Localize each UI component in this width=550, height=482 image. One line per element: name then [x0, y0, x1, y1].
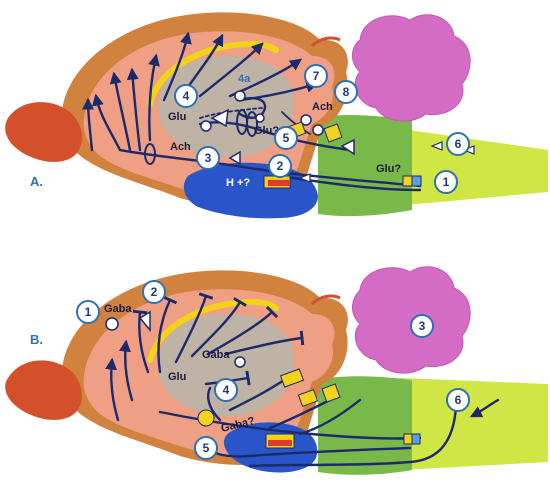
svg-text:4: 4	[183, 89, 190, 103]
label-h-a: H +?	[226, 177, 250, 189]
panel-label-b: B.	[30, 332, 43, 347]
svg-text:5: 5	[283, 131, 290, 145]
marker-a-6: 6	[447, 133, 469, 155]
label-ach1-a: Ach	[312, 101, 333, 113]
svg-text:3: 3	[205, 151, 212, 165]
svg-text:6: 6	[455, 137, 462, 151]
marker-b-2: 2	[143, 281, 165, 303]
marker-a-8: 8	[335, 81, 357, 103]
svg-text:7: 7	[313, 69, 320, 83]
marker-b-6: 6	[447, 389, 469, 411]
spinal-cord-a	[395, 128, 548, 206]
svg-text:8: 8	[343, 85, 350, 99]
label-glu-q2-a: Glu?	[376, 163, 401, 175]
panel-a: Glu Glu? Ach Ach H +? Glu? 1 2 3 4 4a 5 …	[5, 12, 548, 218]
marker-a-7: 7	[305, 65, 327, 87]
marker-a-4: 4	[175, 85, 197, 107]
svg-text:3: 3	[419, 319, 426, 333]
svg-text:1: 1	[443, 175, 450, 189]
marker-a-2: 2	[269, 155, 291, 177]
svg-text:6: 6	[455, 393, 462, 407]
cerebellum-a	[352, 15, 470, 121]
panel-b: Gaba Gaba Glu Gaba? 1 2 3 4 5 6 B.	[5, 267, 548, 475]
label-gaba1-b: Gaba	[104, 303, 132, 315]
svg-text:2: 2	[277, 159, 284, 173]
spinal-cord-b	[400, 378, 548, 470]
label-gaba2-b: Gaba	[202, 349, 230, 361]
label-glu-b: Glu	[168, 371, 186, 383]
marker-a-3: 3	[197, 147, 219, 169]
svg-text:5: 5	[203, 441, 210, 455]
panel-label-a: A.	[30, 174, 43, 189]
marker-b-4: 4	[215, 379, 237, 401]
marker-a-5: 5	[275, 127, 297, 149]
svg-text:4: 4	[223, 383, 230, 397]
marker-b-1: 1	[77, 301, 99, 323]
label-glu-a: Glu	[168, 111, 186, 123]
label-ach2-a: Ach	[170, 141, 191, 153]
marker-b-3: 3	[411, 315, 433, 337]
svg-text:4a: 4a	[238, 73, 251, 85]
svg-text:2: 2	[151, 285, 158, 299]
marker-b-5: 5	[195, 437, 217, 459]
svg-text:1: 1	[85, 305, 92, 319]
marker-a-1: 1	[435, 171, 457, 193]
marker-a-4a: 4a	[238, 73, 251, 85]
cerebellum-b	[352, 267, 470, 373]
